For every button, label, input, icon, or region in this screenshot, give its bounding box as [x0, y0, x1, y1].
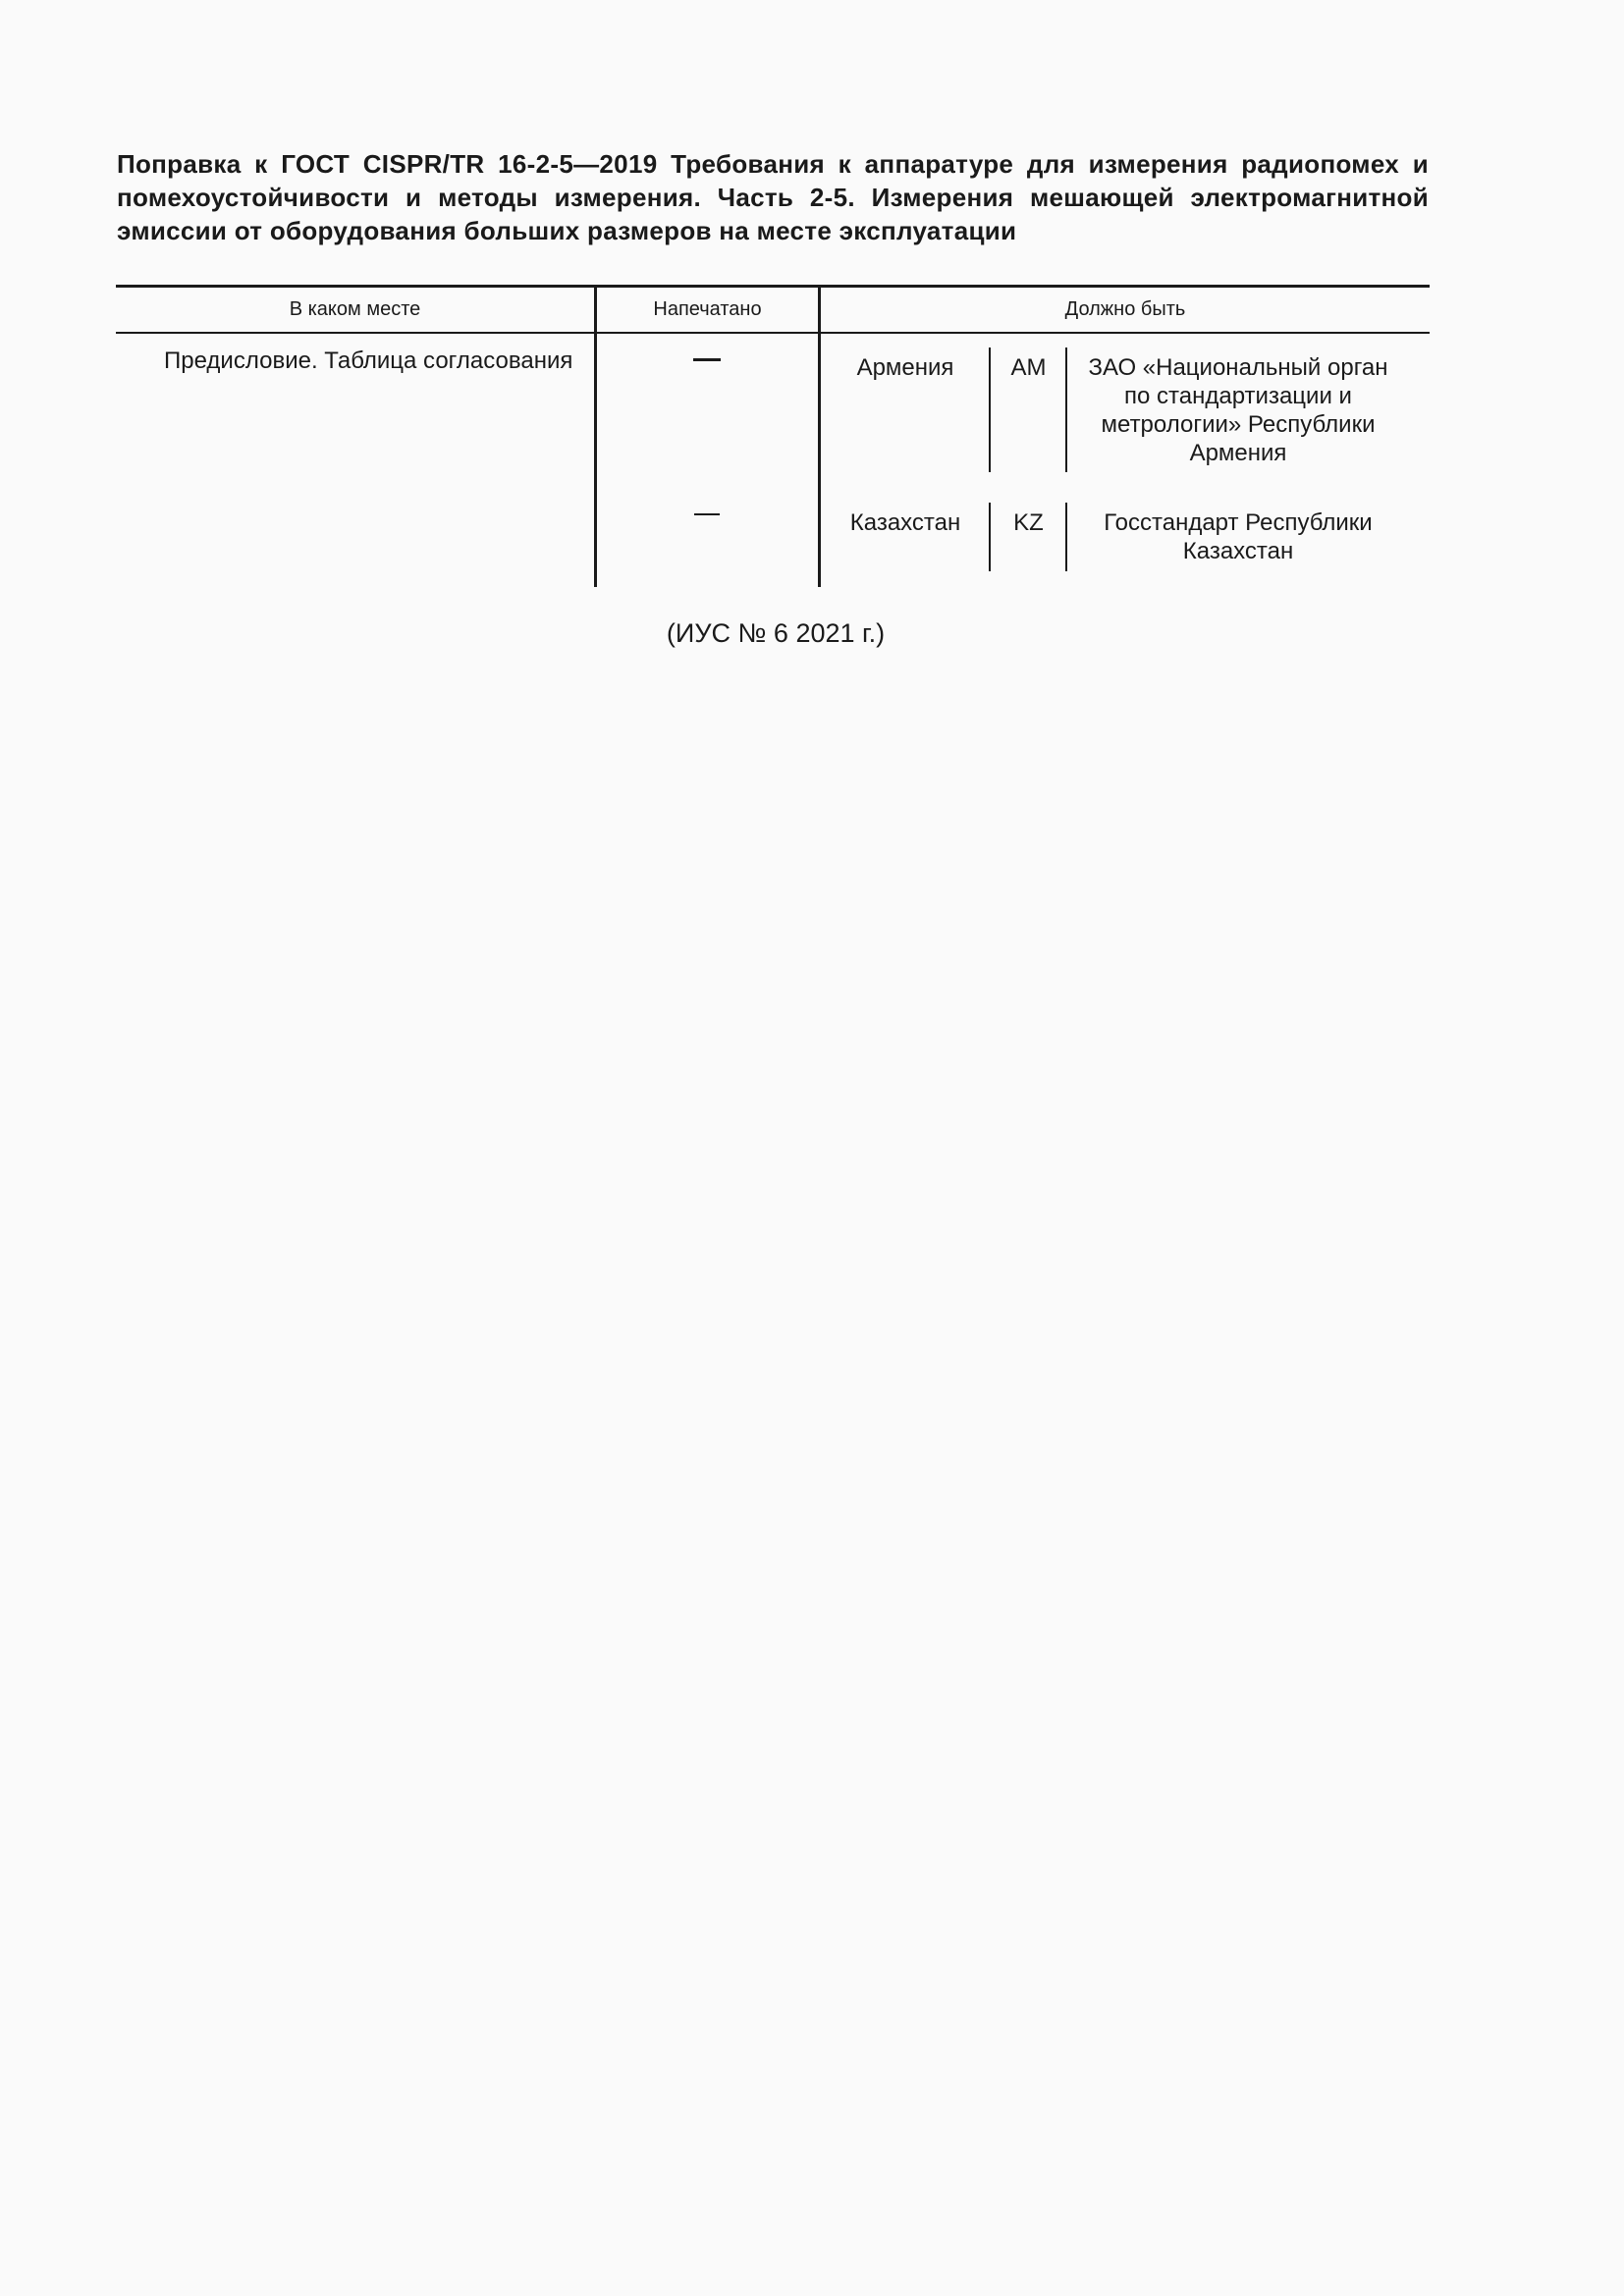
ius-reference: (ИУС № 6 2021 г.) — [666, 618, 886, 648]
organization-armenia: ЗАО «Национальный орган по стандартизаци… — [1088, 354, 1388, 466]
inner-divider-am-1 — [989, 347, 991, 472]
header-should-be: Должно быть — [1064, 298, 1186, 320]
organization-kazakhstan: Госстандарт Республики Казахстан — [1104, 509, 1373, 564]
inner-divider-kz-1 — [989, 503, 991, 571]
header-printed: Напечатано — [653, 298, 762, 320]
inner-divider-kz-2 — [1065, 503, 1067, 571]
printed-dash-1 — [693, 358, 721, 361]
country-kazakhstan: Казахстан — [849, 509, 961, 536]
inner-divider-am-2 — [1065, 347, 1067, 472]
amendment-title: Поправка к ГОСТ CISPR/TR 16-2-5—2019 Тре… — [117, 149, 1429, 245]
table-top-rule — [116, 285, 1430, 288]
printed-dash-2 — [694, 513, 720, 515]
column-divider-1 — [594, 287, 597, 587]
location-cell: Предисловие. Таблица согласования — [164, 347, 573, 374]
code-kz: KZ — [1013, 509, 1044, 536]
column-divider-2 — [818, 287, 821, 587]
table-header-rule — [116, 332, 1430, 334]
header-location: В каком месте — [289, 298, 421, 320]
code-am: AM — [1010, 354, 1047, 381]
country-armenia: Армения — [856, 354, 954, 381]
